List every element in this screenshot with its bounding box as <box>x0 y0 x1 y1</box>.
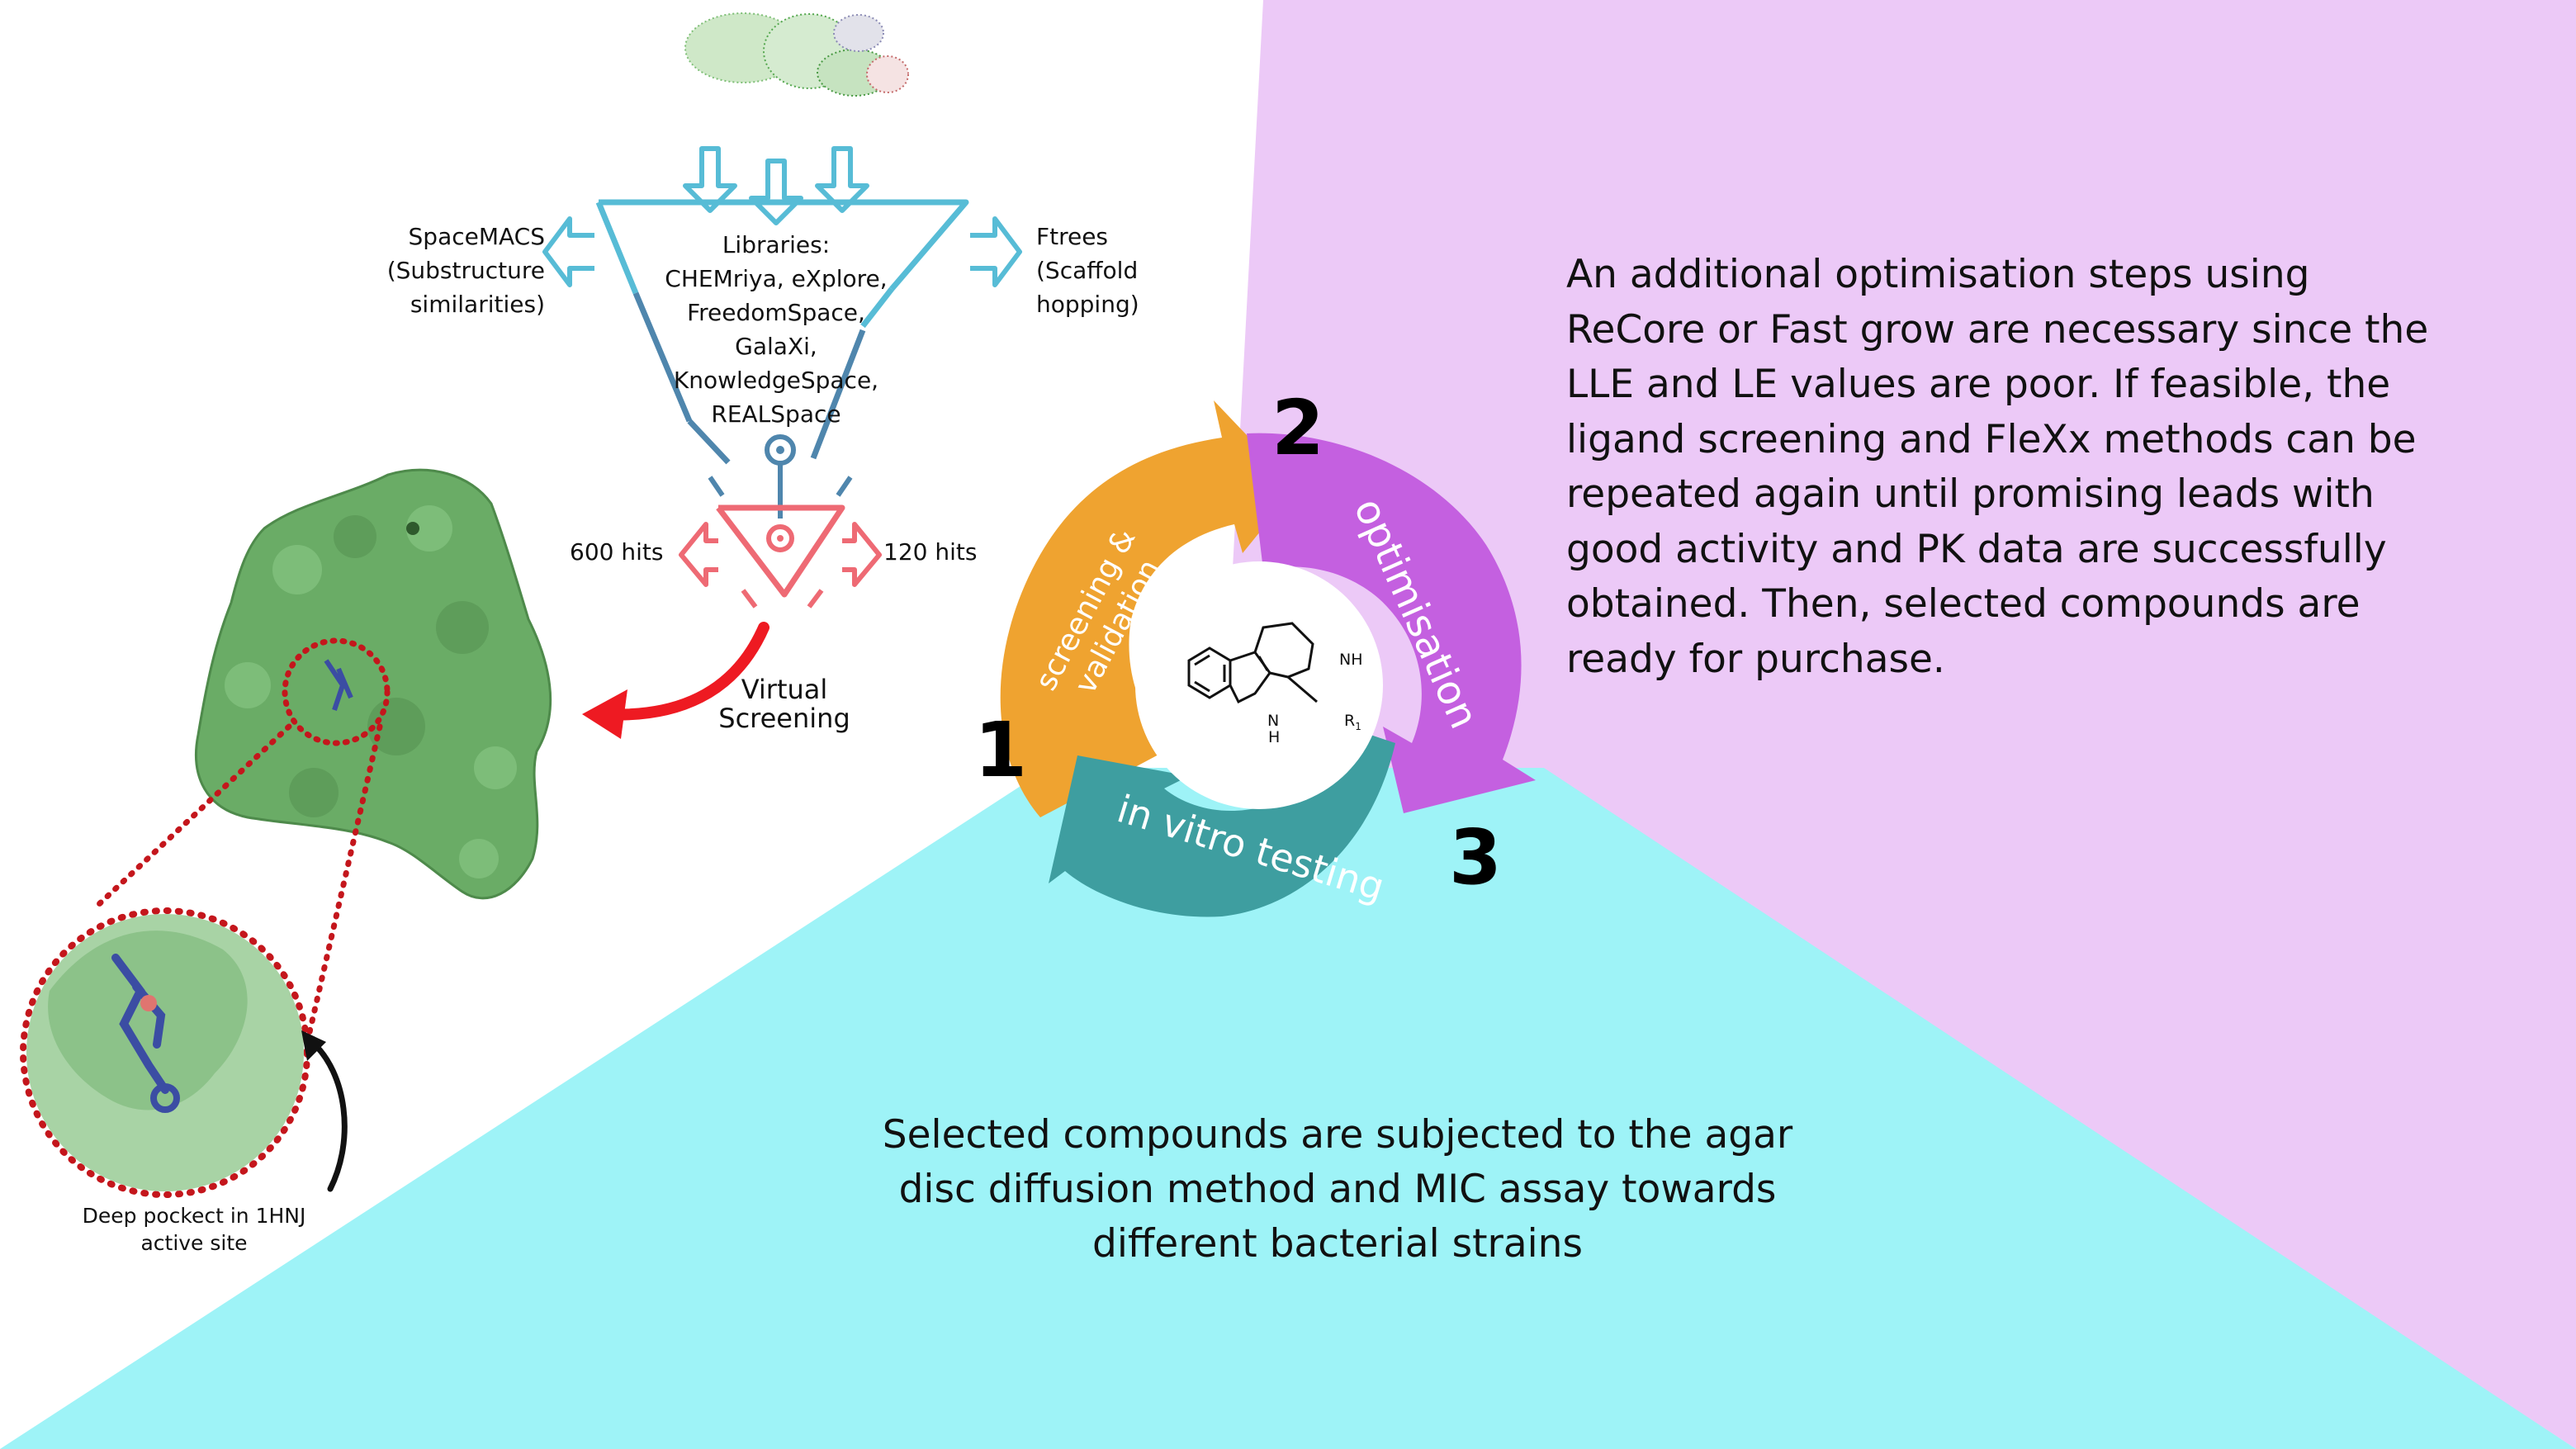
optimisation-paragraph: An additional optimisation steps using R… <box>1566 248 2524 687</box>
paragraph-line: ReCore or Fast grow are necessary since … <box>1566 306 2429 353</box>
cyan-region <box>0 768 2576 1449</box>
method-line: (Substructure <box>386 257 545 284</box>
input-arrows <box>683 146 869 225</box>
zoom-line <box>306 723 383 1035</box>
method-line: (Scaffold <box>1036 257 1139 284</box>
molecule-indole-h: H <box>1268 728 1281 746</box>
ftrees-method: Ftrees (Scaffold hopping) <box>1036 220 1201 321</box>
molecule-cloud-image <box>684 12 909 97</box>
spacemacs-method: SpaceMACS (Substructure similarities) <box>355 220 545 321</box>
tetrahydro-beta-carboline-structure <box>1187 622 1318 704</box>
method-line: SpaceMACS <box>408 223 545 250</box>
vs-line: Screening <box>718 703 850 734</box>
paragraph-line: An additional optimisation steps using <box>1566 252 2310 297</box>
caption-line: active site <box>140 1231 248 1255</box>
libraries-list: Libraries: CHEMriya, eXplore, FreedomSpa… <box>611 228 941 431</box>
vs-line: Virtual <box>741 674 828 705</box>
red-curved-arrow <box>582 622 769 739</box>
optimisation-arrow <box>1247 433 1536 813</box>
protein-surface-image <box>195 468 552 900</box>
step-number-1: 1 <box>974 706 1028 794</box>
r-group: R <box>1344 712 1356 730</box>
in-vitro-arrow <box>1049 727 1395 917</box>
r-subscript: 1 <box>1355 720 1361 732</box>
paragraph-line: obtained. Then, selected compounds are <box>1566 581 2361 627</box>
pocket-zoom-image <box>20 907 310 1198</box>
virtual-screening-label: Virtual Screening <box>677 675 892 733</box>
zoom-line <box>96 723 292 907</box>
paragraph-line: disc diffusion method and MIC assay towa… <box>898 1167 1777 1212</box>
pocket-caption: Deep pockect in 1HNJ active site <box>50 1202 339 1257</box>
paragraph-line: ready for purchase. <box>1566 636 1945 682</box>
libraries-line: GalaXi, <box>735 333 817 360</box>
method-line: Ftrees <box>1036 223 1109 250</box>
paragraph-line: good activity and PK data are successful… <box>1566 526 2387 572</box>
molecule-indole-n: N <box>1267 712 1280 730</box>
libraries-line: Libraries: <box>722 231 831 258</box>
testing-paragraph: Selected compounds are subjected to the … <box>859 1108 1816 1271</box>
step-number-3: 3 <box>1449 813 1503 902</box>
step-number-2: 2 <box>1271 384 1325 472</box>
libraries-line: CHEMriya, eXplore, <box>665 265 888 292</box>
funnel <box>542 199 1022 608</box>
molecule-r-label: R1 <box>1344 712 1361 732</box>
paragraph-line: ligand screening and FleXx methods can b… <box>1566 416 2417 462</box>
paragraph-line: Selected compounds are subjected to the … <box>882 1112 1793 1158</box>
paragraph-line: different bacterial strains <box>1092 1221 1583 1267</box>
black-curved-arrow <box>301 1030 348 1192</box>
hits-left-label: 600 hits <box>570 538 664 566</box>
purple-region <box>1222 0 2576 1449</box>
screening-arrow <box>1000 400 1296 817</box>
paragraph-line: repeated again until promising leads wit… <box>1566 471 2375 517</box>
method-line: similarities) <box>410 291 545 318</box>
libraries-line: FreedomSpace, <box>687 299 865 326</box>
libraries-line: KnowledgeSpace, <box>673 367 879 394</box>
method-line: hopping) <box>1036 291 1139 318</box>
cycle-diagram <box>1000 400 1536 917</box>
caption-line: Deep pockect in 1HNJ <box>82 1204 306 1228</box>
paragraph-line: LLE and LE values are poor. If feasible,… <box>1566 362 2391 407</box>
molecule-nh-label: NH <box>1339 651 1363 669</box>
hits-right-label: 120 hits <box>883 538 978 566</box>
libraries-line: REALSpace <box>711 400 841 428</box>
